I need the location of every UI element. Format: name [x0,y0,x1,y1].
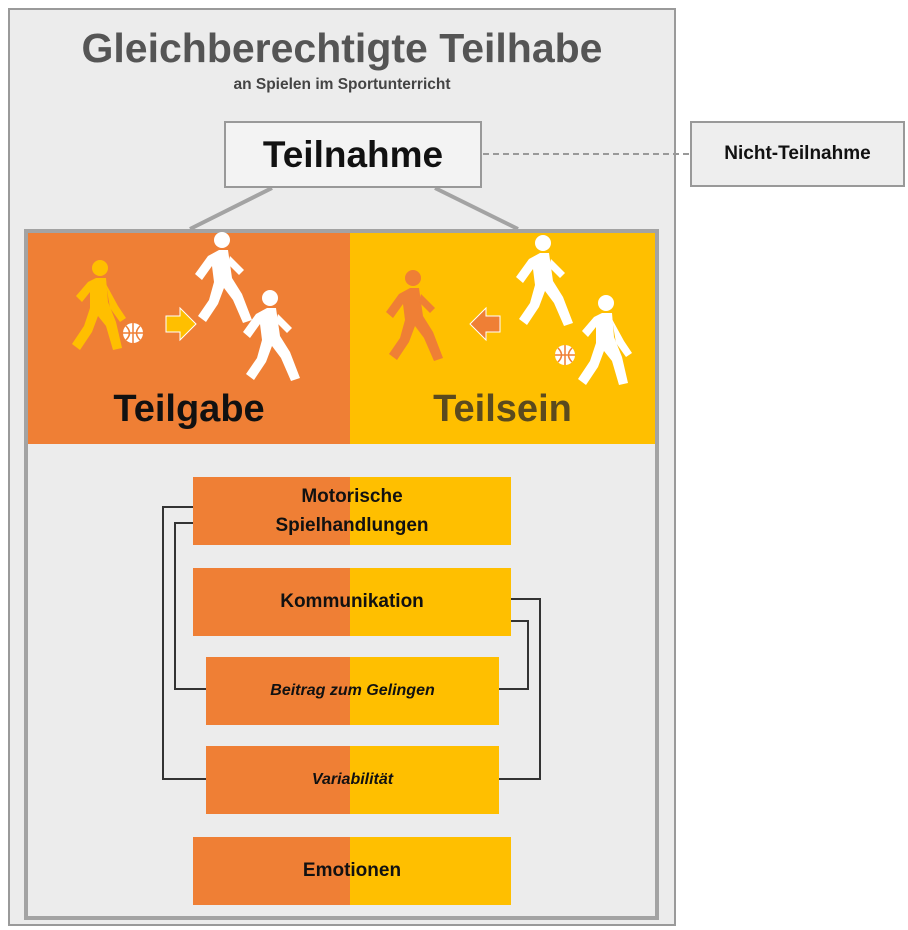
dimension-variabilitaet: Variabilität [206,746,499,814]
dimension-label: Kommunikation [280,591,424,612]
dimension-motorische-spielhandlungen: Motorische Spielhandlungen [193,477,511,545]
arrow-right-icon [165,306,197,342]
connector-left [189,186,273,231]
teilsein-label: Teilsein [433,388,572,430]
connector-right [434,186,519,231]
diagram-subtitle: an Spielen im Sportunterricht [233,76,451,93]
dimension-label: Beitrag zum Gelingen [270,682,435,699]
dimension-label: Variabilität [311,771,394,788]
bracket-left-inner [174,522,206,690]
diagram-title: Gleichberechtigte Teilhabe [81,25,603,71]
teilnahme-box: Teilnahme [224,121,482,188]
arrow-left-icon [469,306,501,342]
dimension-beitrag-zum-gelingen: Beitrag zum Gelingen [206,657,499,725]
dimension-emotionen: Emotionen [193,837,511,905]
dimension-label-line2: Spielhandlungen [275,515,429,536]
dimension-label-line1: Motorische [301,486,403,507]
bracket-right-inner [499,620,529,690]
teilgabe-label: Teilgabe [113,388,265,430]
bracket-right-outer [499,598,541,780]
dimension-kommunikation: Kommunikation [193,568,511,636]
dimension-label: Emotionen [302,860,402,881]
bracket-left-outer [162,506,206,780]
nicht-teilnahme-box: Nicht-Teilnahme [690,121,905,187]
